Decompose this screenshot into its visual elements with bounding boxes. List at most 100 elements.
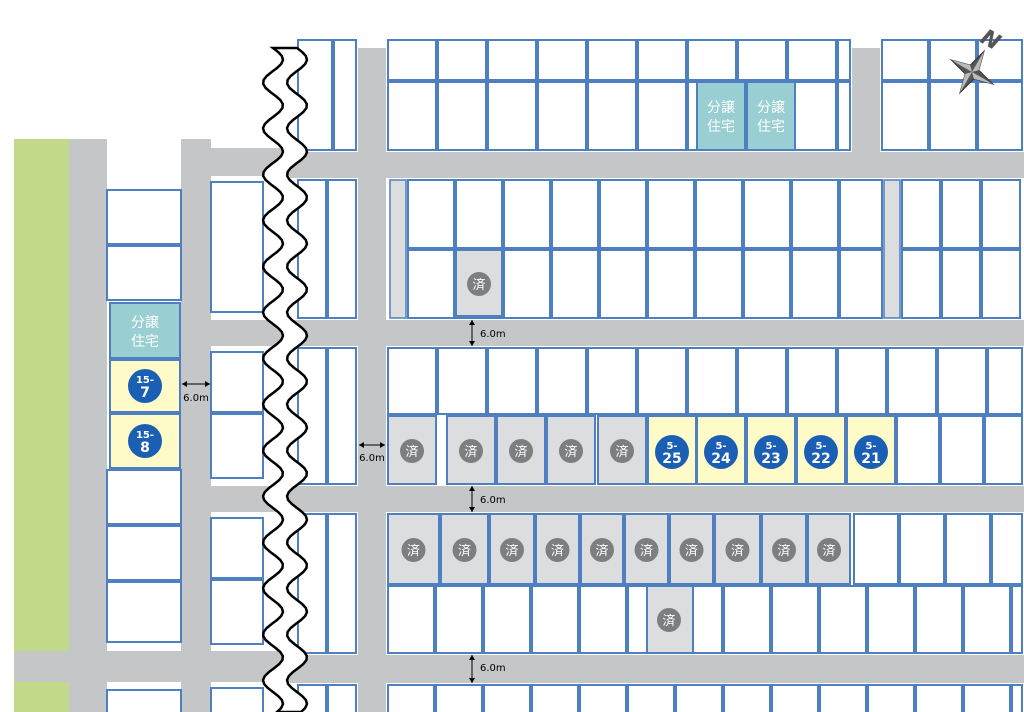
lot[interactable] [743, 249, 791, 319]
lot[interactable] [210, 687, 264, 712]
lot[interactable] [987, 347, 1023, 415]
lot[interactable] [637, 39, 687, 81]
lot[interactable] [675, 684, 723, 712]
lot[interactable] [487, 81, 537, 151]
lot[interactable] [106, 689, 182, 712]
lot[interactable] [210, 579, 264, 645]
lot[interactable] [106, 245, 182, 301]
lot[interactable] [210, 181, 264, 313]
lot[interactable] [537, 81, 587, 151]
lot[interactable] [991, 513, 1023, 585]
lot[interactable] [867, 684, 915, 712]
lot[interactable] [896, 415, 940, 485]
lot[interactable] [483, 684, 531, 712]
lot[interactable] [743, 179, 791, 249]
lot[interactable] [695, 249, 743, 319]
lot[interactable] [531, 684, 579, 712]
lot[interactable] [531, 585, 579, 654]
lot[interactable] [687, 347, 737, 415]
lot[interactable] [587, 347, 637, 415]
lot[interactable] [737, 347, 787, 415]
lot[interactable] [984, 415, 1023, 485]
lot[interactable] [327, 513, 357, 654]
lot[interactable] [771, 585, 819, 654]
sold-lot[interactable] [455, 249, 503, 317]
lot[interactable] [387, 347, 437, 415]
lot[interactable] [915, 684, 963, 712]
lot[interactable] [791, 249, 839, 319]
lot[interactable] [1011, 684, 1023, 712]
lot[interactable] [881, 39, 929, 81]
lot[interactable] [637, 81, 687, 151]
lot[interactable] [977, 39, 1023, 81]
lot[interactable] [106, 189, 182, 245]
lot[interactable] [977, 81, 1023, 151]
lot[interactable] [819, 684, 867, 712]
lot[interactable] [837, 81, 851, 151]
lot[interactable] [106, 469, 182, 525]
lot[interactable] [435, 684, 483, 712]
lot[interactable] [587, 39, 637, 81]
lot[interactable] [887, 347, 937, 415]
lot[interactable] [941, 249, 981, 319]
housing-lot[interactable] [746, 81, 796, 151]
lot[interactable] [627, 684, 675, 712]
lot[interactable] [839, 179, 883, 249]
lot[interactable] [297, 513, 327, 654]
lot[interactable] [435, 585, 483, 654]
lot[interactable] [579, 684, 627, 712]
lot[interactable] [551, 179, 599, 249]
lot[interactable] [327, 179, 357, 319]
lot[interactable] [963, 684, 1011, 712]
lot[interactable] [387, 684, 435, 712]
lot[interactable] [487, 39, 537, 81]
lot[interactable] [929, 81, 977, 151]
lot[interactable] [106, 581, 182, 643]
lot[interactable] [695, 179, 743, 249]
lot[interactable] [899, 513, 945, 585]
lot[interactable] [787, 39, 837, 81]
housing-lot[interactable] [696, 81, 746, 151]
lot[interactable] [737, 39, 787, 81]
lot[interactable] [437, 81, 487, 151]
lot[interactable] [106, 525, 182, 581]
lot[interactable] [647, 179, 695, 249]
lot[interactable] [387, 81, 437, 151]
lot[interactable] [853, 513, 899, 585]
lot[interactable] [587, 81, 637, 151]
lot[interactable] [297, 347, 327, 485]
lot[interactable] [210, 413, 264, 479]
lot[interactable] [537, 347, 587, 415]
lot[interactable] [941, 179, 981, 249]
lot[interactable] [687, 39, 737, 81]
lot[interactable] [1011, 585, 1023, 654]
lot[interactable] [210, 517, 264, 579]
lot[interactable] [503, 179, 551, 249]
lot[interactable] [387, 39, 437, 81]
housing-lot[interactable] [109, 302, 181, 359]
lot[interactable] [537, 39, 587, 81]
lot[interactable] [483, 585, 531, 654]
lot[interactable] [487, 347, 537, 415]
lot[interactable] [981, 249, 1021, 319]
lot[interactable] [937, 347, 987, 415]
lot[interactable] [771, 684, 819, 712]
lot[interactable] [819, 585, 867, 654]
sold-lot[interactable] [761, 513, 807, 585]
lot[interactable] [579, 585, 627, 654]
lot[interactable] [945, 513, 991, 585]
lot[interactable] [867, 585, 915, 654]
lot[interactable] [503, 249, 551, 319]
lot[interactable] [940, 415, 984, 485]
lot[interactable] [387, 585, 435, 654]
lot[interactable] [901, 249, 941, 319]
lot[interactable] [327, 347, 357, 485]
lot[interactable] [599, 179, 647, 249]
lot[interactable] [915, 585, 963, 654]
lot[interactable] [637, 347, 687, 415]
lot[interactable] [881, 81, 929, 151]
lot[interactable] [647, 249, 695, 319]
lot[interactable] [333, 39, 357, 151]
lot[interactable] [210, 351, 264, 413]
lot[interactable] [723, 585, 771, 654]
